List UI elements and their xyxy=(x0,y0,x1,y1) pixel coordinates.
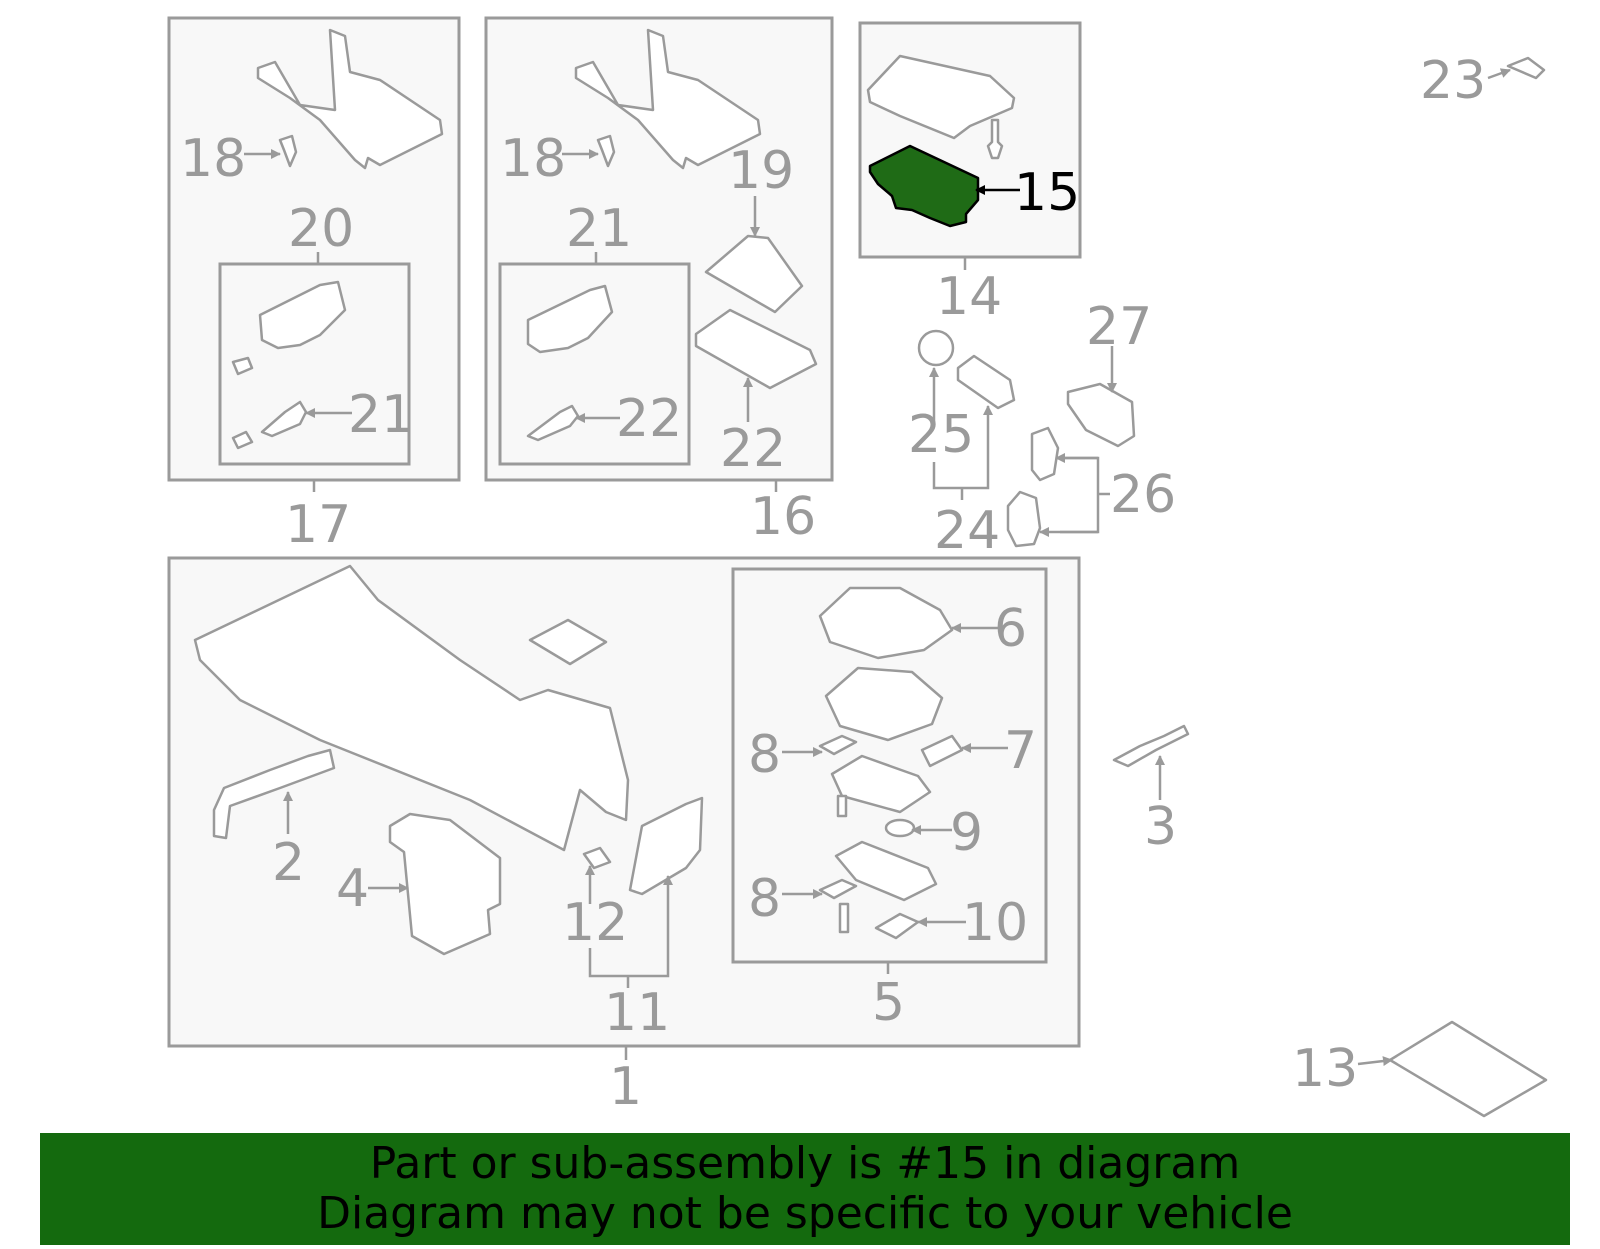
callout-23: 23 xyxy=(1420,51,1486,111)
trim-panel-17 xyxy=(256,28,444,170)
switch-27 xyxy=(1066,382,1136,448)
bin-4 xyxy=(388,812,502,956)
banner-line-1: Part or sub-assembly is #15 in diagram xyxy=(369,1138,1241,1189)
callout-6: 6 xyxy=(994,599,1027,659)
console-body-1 xyxy=(193,564,630,852)
arrow-13 xyxy=(1357,1056,1393,1067)
screw-14 xyxy=(986,118,1004,160)
info-banner: Part or sub-assembly is #15 in diagram D… xyxy=(40,1133,1570,1245)
bracket-26 xyxy=(1060,456,1100,534)
clip-12 xyxy=(582,846,612,870)
cap-26-b xyxy=(1006,490,1042,548)
console-tray xyxy=(528,618,608,666)
clip-18-a xyxy=(278,134,298,168)
callout-26: 26 xyxy=(1110,465,1176,525)
bracket-21-a xyxy=(258,280,347,350)
callout-24: 24 xyxy=(934,501,1000,561)
socket-26-a xyxy=(1030,426,1060,482)
clip-23 xyxy=(1506,56,1546,80)
socket-25 xyxy=(917,329,955,367)
lower-plate xyxy=(834,840,938,902)
screw-a1 xyxy=(231,356,254,376)
cover-11 xyxy=(628,796,704,896)
callout-7: 7 xyxy=(1004,721,1037,781)
trim-panel-16 xyxy=(574,28,762,170)
hinge-8-b xyxy=(818,878,858,900)
callout-22-b: 22 xyxy=(616,389,682,449)
callout-25: 25 xyxy=(908,405,974,465)
screw-5a xyxy=(836,794,848,818)
callout-15: 15 xyxy=(1014,163,1080,223)
callout-14: 14 xyxy=(936,267,1002,327)
callout-11: 11 xyxy=(604,983,670,1043)
callout-4: 4 xyxy=(336,859,369,919)
lid-core xyxy=(824,666,944,742)
callout-3: 3 xyxy=(1144,797,1177,857)
lighter-24 xyxy=(956,354,1016,410)
pad-9 xyxy=(884,818,916,838)
callout-10: 10 xyxy=(962,893,1028,953)
mat-13 xyxy=(1388,1020,1548,1118)
clip-18-b xyxy=(596,134,616,168)
arrow-23 xyxy=(1487,68,1511,80)
callout-17: 17 xyxy=(285,495,351,555)
callout-8-a: 8 xyxy=(748,725,781,785)
screw-5b xyxy=(838,902,850,934)
callout-27: 27 xyxy=(1086,297,1152,357)
hinge-8-a xyxy=(818,734,858,756)
cup-holder-15 xyxy=(868,144,980,228)
callout-21-b: 21 xyxy=(566,199,632,259)
callout-19: 19 xyxy=(728,141,794,201)
bracket-2 xyxy=(212,748,336,840)
callout-9: 9 xyxy=(950,803,983,863)
callout-5: 5 xyxy=(872,973,905,1033)
callout-2: 2 xyxy=(272,833,305,893)
callout-18-a: 18 xyxy=(180,129,246,189)
callout-8-b: 8 xyxy=(748,869,781,929)
callout-21-a: 20 xyxy=(288,199,354,259)
callout-13: 13 xyxy=(1292,1039,1358,1099)
bracket-21-b xyxy=(526,284,614,354)
callout-20: 22 xyxy=(720,419,786,479)
callout-16: 16 xyxy=(750,487,816,547)
callout-22-a: 21 xyxy=(348,385,414,445)
callout-18-b: 18 xyxy=(500,129,566,189)
callout-12: 12 xyxy=(562,893,628,953)
shift-bezel-20 xyxy=(694,308,818,390)
shift-boot-19 xyxy=(704,234,804,314)
screw-a2 xyxy=(231,430,254,450)
bezel-14 xyxy=(866,54,1016,140)
bracket-3 xyxy=(1112,724,1190,768)
banner-line-2: Diagram may not be specific to your vehi… xyxy=(317,1188,1293,1239)
callout-1: 1 xyxy=(609,1057,642,1117)
